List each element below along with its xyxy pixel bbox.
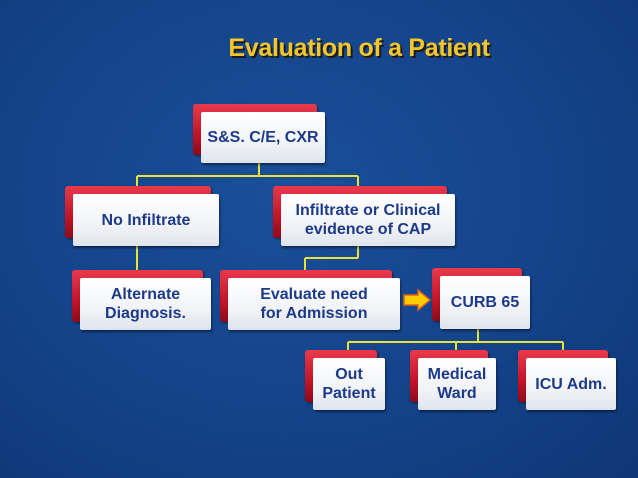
node-medical-ward: Medical Ward — [410, 350, 496, 410]
arrow-right-icon — [403, 288, 432, 312]
node-curb: CURB 65 — [432, 268, 530, 329]
node-alternate-label: Alternate Diagnosis. — [80, 278, 211, 330]
node-alternate: Alternate Diagnosis. — [72, 270, 211, 330]
node-evaluate-label: Evaluate need for Admission — [228, 278, 400, 330]
node-root-label: S&S. C/E, CXR — [201, 112, 325, 163]
node-root: S&S. C/E, CXR — [193, 104, 325, 163]
node-infiltrate-label: Infiltrate or Clinical evidence of CAP — [281, 194, 455, 246]
node-icu-label: ICU Adm. — [526, 358, 616, 410]
page-title: Evaluation of a Patient — [228, 34, 490, 62]
node-out-patient-label: Out Patient — [313, 358, 385, 410]
node-no-infiltrate: No Infiltrate — [65, 186, 219, 246]
node-infiltrate: Infiltrate or Clinical evidence of CAP — [273, 186, 455, 246]
node-curb-label: CURB 65 — [440, 276, 530, 329]
node-medical-ward-label: Medical Ward — [418, 358, 496, 410]
node-no-infiltrate-label: No Infiltrate — [73, 194, 219, 246]
node-evaluate: Evaluate need for Admission — [220, 270, 400, 330]
node-out-patient: Out Patient — [305, 350, 385, 410]
node-icu: ICU Adm. — [518, 350, 616, 410]
